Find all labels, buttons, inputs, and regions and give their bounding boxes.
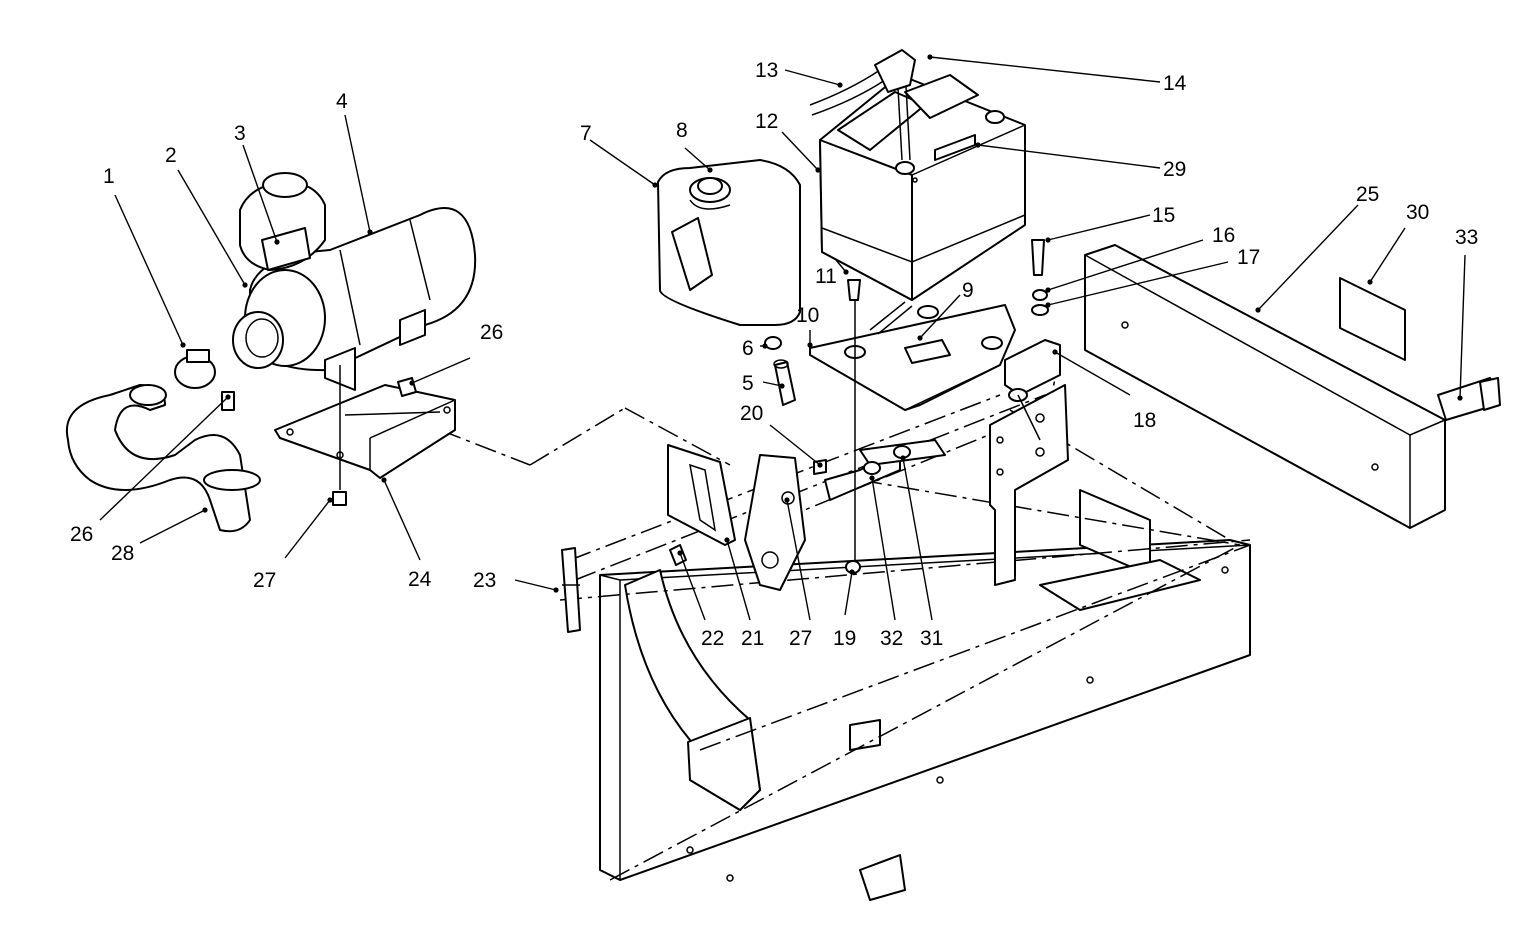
alignment-lines [439,354,1251,881]
callout-10: 10 [796,304,819,327]
battery-cable [809,49,916,161]
leader-lines [99,56,1466,621]
callout-13: 13 [755,59,778,82]
mounting-bracket-24 [221,365,456,506]
callout-21: 21 [741,627,764,650]
side-panel [624,569,761,811]
callout-23: 23 [473,569,496,592]
reservoir-tank [657,159,801,326]
callout-32: 32 [880,627,903,650]
callout-27-center: 27 [789,627,812,650]
callout-14: 14 [1163,72,1187,95]
callout-5: 5 [742,372,754,395]
callout-31: 31 [920,627,943,650]
upright-bracket [989,339,1069,586]
callout-9: 9 [962,279,974,302]
callout-labels: 1 2 3 4 5 6 7 8 9 10 11 12 13 14 15 16 1… [70,59,1478,650]
callout-25: 25 [1356,183,1379,206]
battery-tray [809,301,1016,411]
callout-1: 1 [103,165,115,188]
hose-and-clamp [764,336,796,406]
callout-2: 2 [165,144,177,167]
lever-brackets [561,239,1501,633]
callout-7: 7 [580,122,592,145]
callout-17: 17 [1237,246,1260,269]
callout-20: 20 [740,402,763,425]
callout-16: 16 [1212,224,1235,247]
callout-30: 30 [1406,201,1429,224]
callout-11: 11 [815,265,837,288]
callout-12: 12 [755,110,778,133]
callout-18: 18 [1133,409,1156,432]
main-frame [599,489,1251,901]
callout-8: 8 [676,119,688,142]
callout-15: 15 [1152,204,1175,227]
frame-rail-25 [1084,244,1446,529]
callout-24: 24 [408,568,432,591]
callout-26-left: 26 [70,523,93,546]
callout-6: 6 [742,337,754,360]
air-cleaner [232,172,477,391]
callout-28: 28 [111,542,134,565]
intake-hose [65,349,261,533]
callout-3: 3 [234,122,246,145]
callout-4: 4 [336,90,348,113]
callout-29: 29 [1163,158,1186,181]
callout-27-left: 27 [253,569,276,592]
callout-33: 33 [1455,226,1478,249]
callout-26-top: 26 [480,321,503,344]
callout-19: 19 [833,627,856,650]
leader-dots [180,54,1463,593]
callout-22: 22 [701,627,724,650]
battery [819,74,1026,301]
